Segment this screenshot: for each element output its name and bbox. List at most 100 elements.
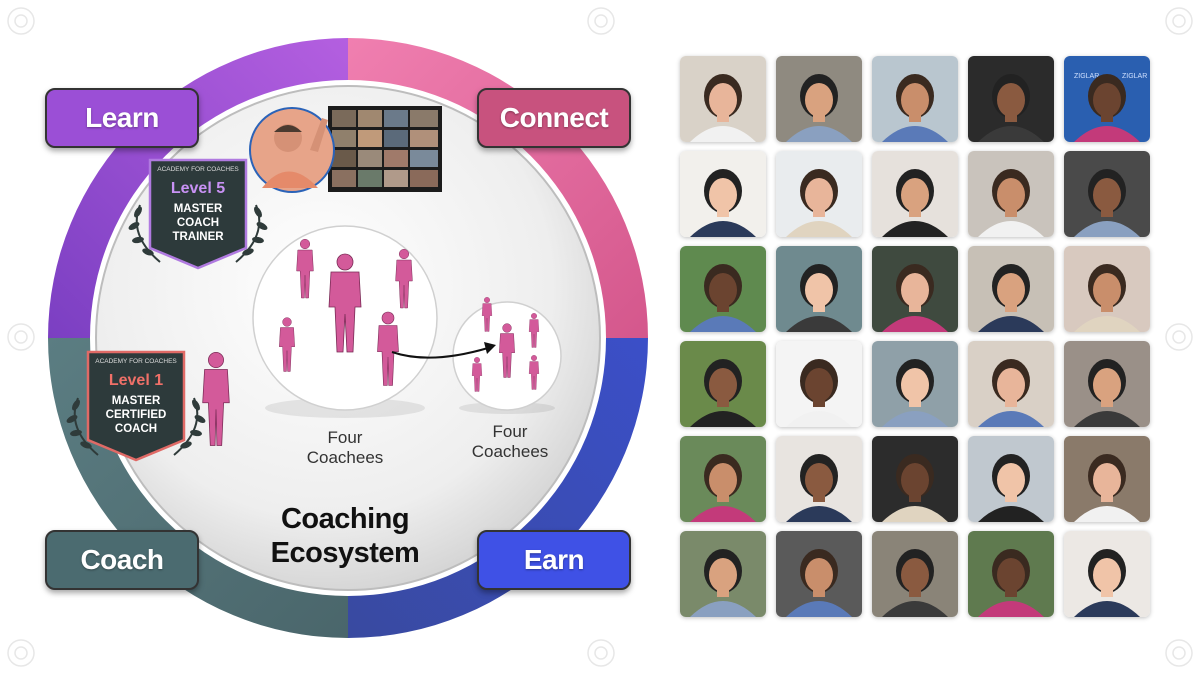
coaching-ecosystem-diagram: ACADEMY FOR COACHES Level 5 MASTER COACH… (45, 38, 648, 638)
diagram-title: Coaching Ecosystem (270, 503, 420, 569)
badge-org-text: ACADEMY FOR COACHES (95, 358, 177, 365)
coachee-figure (296, 238, 314, 299)
badge-level-text: Level 1 (109, 372, 163, 389)
portrait-icon (776, 531, 862, 617)
learn-label: Learn (45, 88, 199, 148)
photo-banner-text: ZIGLAR (1122, 73, 1147, 80)
portrait-icon (680, 341, 766, 427)
photo-banner-text: ZIGLAR (1074, 73, 1099, 80)
coach-photo-tile (968, 151, 1054, 237)
badge-title-line: COACH (115, 423, 157, 435)
portrait-icon (1064, 151, 1150, 237)
corner-ornament-icon (1165, 323, 1193, 351)
coach-photo-tile (776, 531, 862, 617)
coach-photo-tile (776, 341, 862, 427)
large-group-caption: Four Coachees (306, 428, 384, 467)
corner-ornament-icon (587, 7, 615, 35)
coach-photo-tile (776, 151, 862, 237)
badge-title-line: COACH (177, 217, 219, 229)
coach-label: Coach (45, 530, 199, 590)
portrait-icon (968, 151, 1054, 237)
portrait-icon (776, 56, 862, 142)
corner-ornament-icon (587, 639, 615, 667)
coach-photo-tile (1064, 246, 1150, 332)
coach-photo-tile (1064, 531, 1150, 617)
portrait-icon (680, 56, 766, 142)
portrait-icon (968, 531, 1054, 617)
corner-ornament-icon (7, 323, 35, 351)
coachee-figure (395, 248, 413, 309)
coach-photo-grid: ZIGLAR ZIGLAR (680, 56, 1155, 621)
coach-photo-tile (680, 56, 766, 142)
portrait-icon (1064, 436, 1150, 522)
coach-photo-tile (776, 436, 862, 522)
portrait-icon (872, 56, 958, 142)
growth-arrow-icon (391, 347, 489, 359)
level-1-badge-shield (86, 350, 186, 462)
coach-photo-tile (680, 246, 766, 332)
laurel-wreath-icon (128, 204, 268, 263)
portrait-icon (872, 246, 958, 332)
portrait-icon (776, 436, 862, 522)
portrait-icon: ZIGLAR ZIGLAR (1064, 56, 1150, 142)
corner-ornament-icon (7, 639, 35, 667)
coach-photo-tile (680, 151, 766, 237)
coach-photo-tile (680, 436, 766, 522)
coach-photo-tile (872, 341, 958, 427)
portrait-icon (1064, 246, 1150, 332)
coachee-figure (499, 323, 515, 378)
portrait-icon (680, 151, 766, 237)
participant-grid (332, 110, 438, 187)
coach-photo-tile: ZIGLAR ZIGLAR (1064, 56, 1150, 142)
coachee-figure (471, 357, 483, 392)
coach-photo-tile (1064, 341, 1150, 427)
portrait-icon (680, 246, 766, 332)
arrow-head-icon (484, 342, 496, 354)
earn-label: Earn (477, 530, 631, 590)
coach-photo-tile (872, 436, 958, 522)
coach-photo-tile (968, 436, 1054, 522)
coach-photo-tile (968, 246, 1054, 332)
portrait-icon (872, 341, 958, 427)
portrait-icon (968, 436, 1054, 522)
coach-photo-tile (680, 341, 766, 427)
badge-title-line: TRAINER (172, 231, 224, 243)
coach-photo-tile (776, 246, 862, 332)
coachee-figure (528, 355, 540, 390)
corner-ornament-icon (1165, 7, 1193, 35)
portrait-icon (776, 151, 862, 237)
coach-photo-tile (1064, 151, 1150, 237)
small-group-caption: Four Coachees (471, 422, 549, 461)
corner-ornament-icon (1165, 639, 1193, 667)
badge-title-line: CERTIFIED (106, 409, 167, 421)
level-5-badge-shield (148, 158, 248, 270)
coach-figure (328, 253, 362, 353)
corner-ornament-icon (7, 7, 35, 35)
portrait-icon (968, 341, 1054, 427)
badge-org-text: ACADEMY FOR COACHES (157, 166, 239, 173)
portrait-icon (680, 436, 766, 522)
coach-photo-tile (1064, 436, 1150, 522)
coach-photo-tile (968, 531, 1054, 617)
badge-level-text: Level 5 (171, 180, 225, 197)
coach-photo-tile (872, 56, 958, 142)
portrait-icon (680, 531, 766, 617)
video-call-thumbnail (249, 106, 442, 193)
portrait-icon (968, 246, 1054, 332)
portrait-icon (872, 436, 958, 522)
coach-photo-tile (968, 56, 1054, 142)
coach-photo-tile (872, 151, 958, 237)
badge-title-line: MASTER (174, 203, 223, 215)
portrait-icon (872, 531, 958, 617)
coachee-figure (481, 297, 493, 332)
coachee-figure (377, 311, 399, 386)
portrait-icon (776, 341, 862, 427)
portrait-icon (1064, 531, 1150, 617)
coach-photo-tile (872, 246, 958, 332)
coach-photo-tile (680, 531, 766, 617)
certified-coach-figure (202, 352, 230, 446)
coach-photo-tile (968, 341, 1054, 427)
coach-photo-tile (776, 56, 862, 142)
connect-label: Connect (477, 88, 631, 148)
